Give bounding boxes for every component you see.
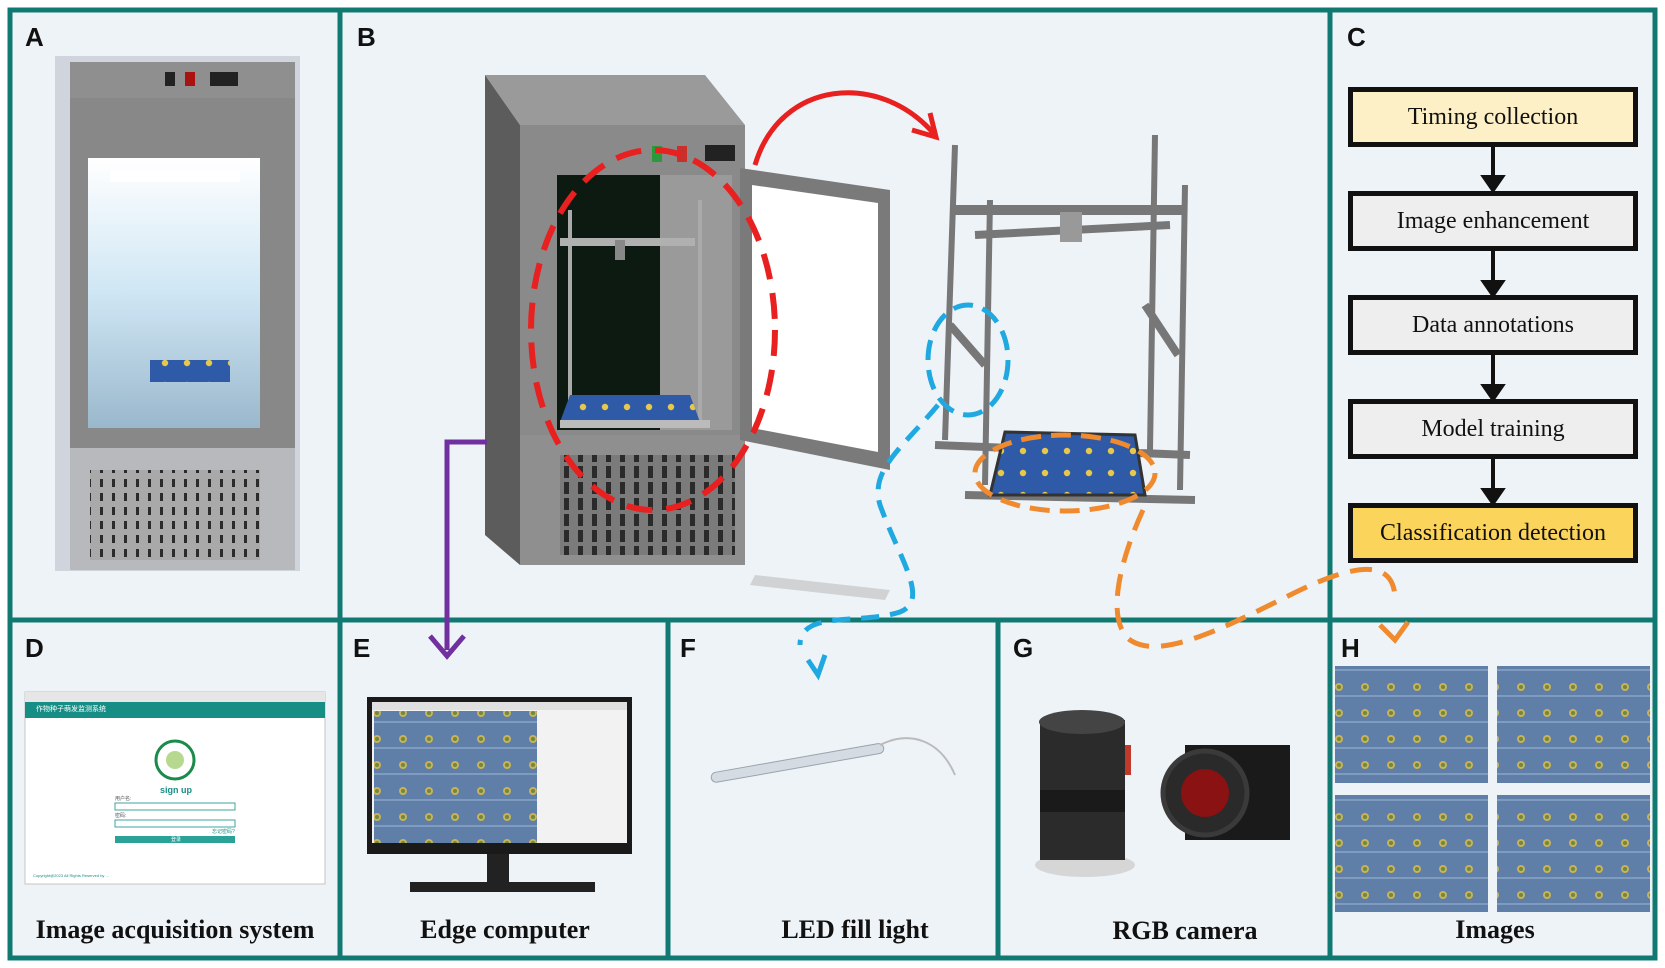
seed-image-3 xyxy=(1335,795,1488,912)
panel-f-led-tube xyxy=(710,737,956,783)
flowchart-arrows xyxy=(1480,147,1506,507)
panel-e-monitor xyxy=(367,697,632,892)
orange-dashed-highlight xyxy=(972,432,1158,514)
panel-label-d: D xyxy=(25,633,44,663)
flow-step-timing-collection: Timing collection xyxy=(1348,87,1638,147)
login-password-label: 密码: xyxy=(115,813,127,819)
panel-g-camera xyxy=(1035,710,1290,877)
flow-step-classification-detection: Classification detection xyxy=(1348,503,1638,563)
panel-label-f: F xyxy=(680,633,696,663)
caption-image-acquisition-system: Image acquisition system xyxy=(35,915,315,944)
login-forgot-link: 忘记密码? xyxy=(212,829,235,835)
login-app-title: 作物种子萌发监测系统 xyxy=(36,706,106,713)
login-footer: Copyright@2023 All Rights Reserved by ..… xyxy=(33,873,109,878)
panel-b-incubator-drawing xyxy=(485,75,890,600)
caption-images: Images xyxy=(1455,915,1535,944)
panel-d-login-screenshot xyxy=(24,691,326,885)
flow-step-data-annotations: Data annotations xyxy=(1348,295,1638,355)
panel-a-cabinet-photo xyxy=(55,56,300,571)
panel-label-g: G xyxy=(1013,633,1034,663)
login-username-label: 用户名: xyxy=(115,796,132,802)
flow-step-model-training: Model training xyxy=(1348,399,1638,459)
panel-label-e: E xyxy=(353,633,371,663)
red-arrow xyxy=(752,90,940,166)
red-dashed-highlight xyxy=(528,147,778,513)
panel-f-frame xyxy=(665,617,1001,961)
flow-step-image-enhancement: Image enhancement xyxy=(1348,191,1638,251)
purple-arrow xyxy=(428,439,487,660)
seed-image-4 xyxy=(1497,795,1650,912)
panel-label-b: B xyxy=(357,22,376,52)
caption-rgb-camera: RGB camera xyxy=(1112,916,1258,945)
seed-image-2 xyxy=(1497,666,1650,783)
panel-label-c: C xyxy=(1347,22,1366,52)
seed-image-1 xyxy=(1335,666,1488,783)
login-sign-up-heading: sign up xyxy=(160,785,192,795)
panel-h-image-grid xyxy=(1335,666,1650,912)
panel-label-h: H xyxy=(1341,633,1360,663)
login-submit-button: 登录 xyxy=(171,837,182,843)
orange-arrow xyxy=(1114,508,1411,649)
blue-arrow xyxy=(797,403,940,681)
panel-label-a: A xyxy=(25,22,44,52)
panel-b-shelf-frame xyxy=(934,134,1196,504)
blue-dashed-highlight xyxy=(925,302,1011,418)
caption-led-fill-light: LED fill light xyxy=(781,915,929,944)
caption-edge-computer: Edge computer xyxy=(420,915,590,944)
